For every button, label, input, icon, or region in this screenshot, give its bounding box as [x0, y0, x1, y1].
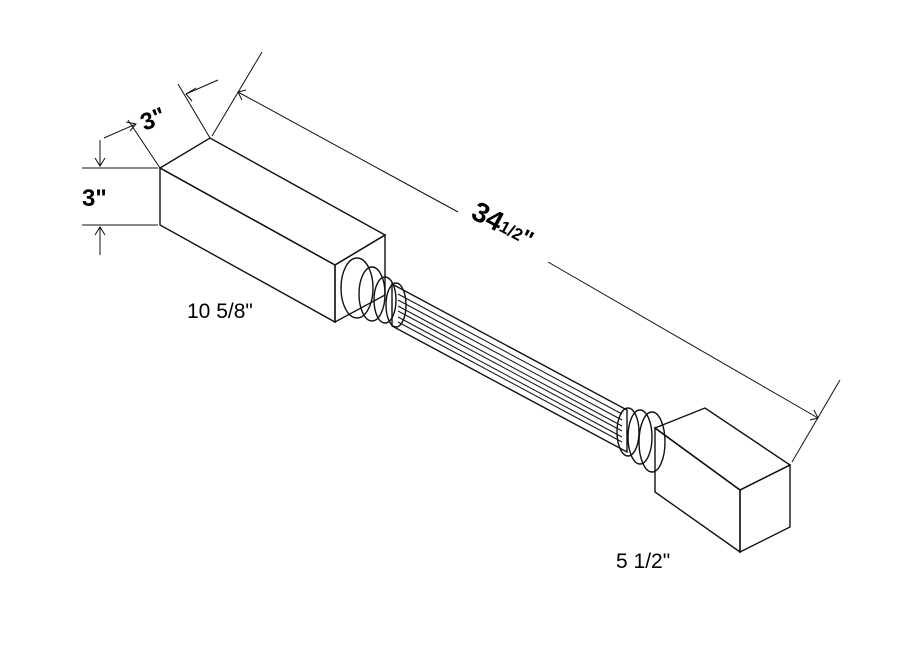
end-block-front-face — [654, 426, 741, 554]
end-block-side-face — [739, 463, 791, 554]
base-block-front-face — [159, 166, 336, 324]
width-label: 3" — [137, 102, 170, 136]
end-block — [653, 407, 792, 554]
base-block-side-face — [334, 233, 386, 324]
end-block-length-label: 5 1/2" — [616, 550, 670, 573]
base-block — [158, 137, 387, 324]
length-dimension — [211, 51, 841, 463]
width-dimension — [103, 79, 219, 169]
fluted-shaft — [391, 282, 628, 454]
end-collar — [616, 407, 666, 473]
height-dimension — [82, 140, 158, 255]
base-block-length-label: 10 5/8" — [187, 300, 253, 323]
base-collar — [340, 257, 407, 328]
height-label: 3" — [82, 185, 107, 212]
base-block-top-face — [158, 137, 387, 266]
length-label: 341/2" — [467, 195, 540, 253]
